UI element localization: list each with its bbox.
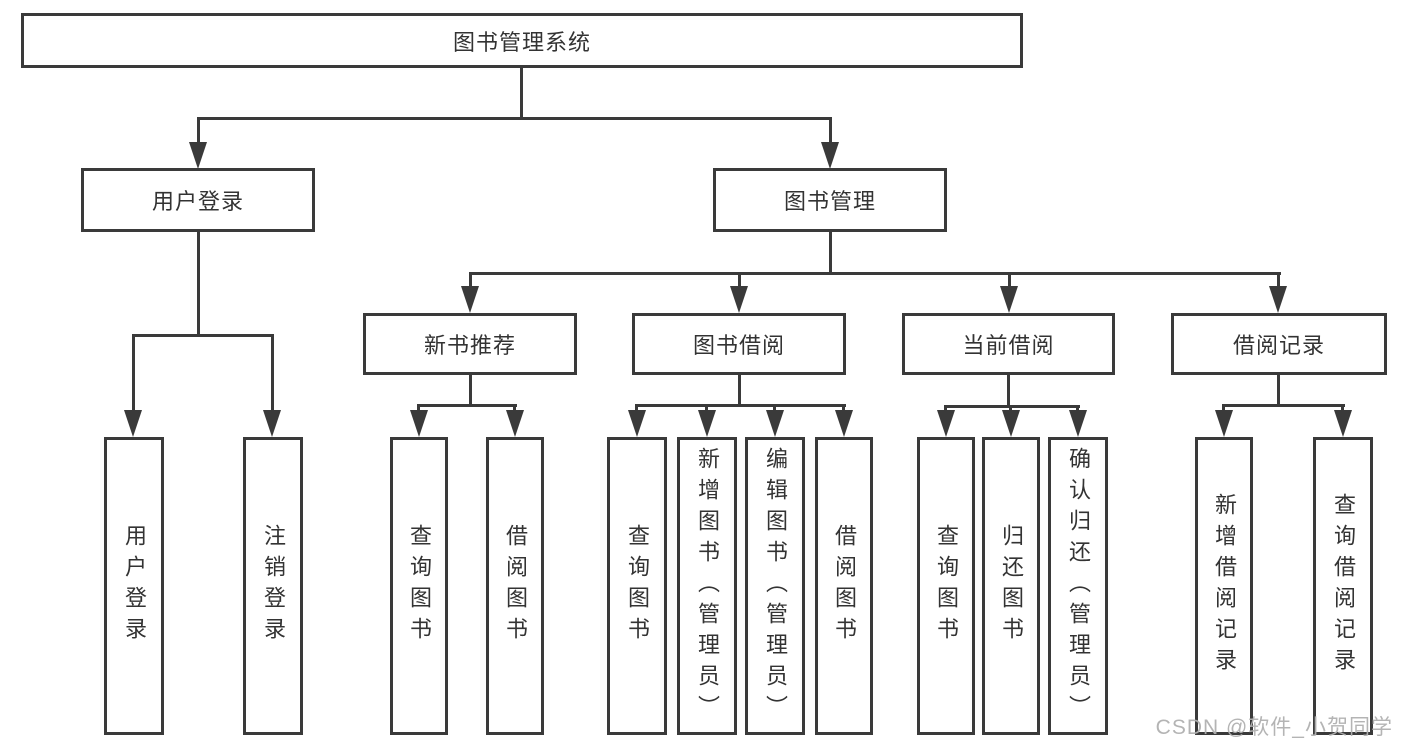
leaf-label: 注销登录	[261, 524, 286, 648]
leaf-add-book-admin: 新增图书（管理员）	[677, 437, 737, 735]
arrow-down-icon	[730, 286, 748, 313]
leaf-label: 新增图书（管理员）	[695, 446, 720, 726]
connector-line	[132, 334, 274, 337]
leaf-label: 查询图书	[934, 524, 959, 648]
connector-line	[1008, 272, 1011, 289]
leaf-label: 查询图书	[625, 524, 650, 648]
leaf-label: 编辑图书（管理员）	[763, 446, 788, 726]
arrow-down-icon	[1002, 410, 1020, 437]
connector-line	[944, 405, 947, 413]
arrow-down-icon	[506, 410, 524, 437]
node-label: 图书管理	[783, 189, 876, 214]
connector-line	[773, 404, 776, 413]
leaf-return-books: 归还图书	[982, 437, 1040, 735]
connector-line	[520, 66, 523, 119]
arrow-down-icon	[698, 410, 716, 437]
leaf-confirm-return-admin: 确认归还（管理员）	[1048, 437, 1108, 735]
arrow-down-icon	[189, 142, 207, 169]
leaf-label: 借阅图书	[832, 524, 857, 648]
leaf-label: 用户登录	[122, 524, 147, 648]
connector-line	[635, 404, 638, 413]
connector-line	[417, 404, 420, 413]
node-label: 图书借阅	[692, 333, 785, 358]
arrow-down-icon	[1269, 286, 1287, 313]
leaf-edit-book-admin: 编辑图书（管理员）	[745, 437, 805, 735]
leaf-query-books-borrowing: 查询图书	[607, 437, 667, 735]
connector-line	[829, 117, 832, 144]
node-book-management: 图书管理	[713, 168, 947, 232]
leaf-borrow-books-recommend: 借阅图书	[486, 437, 544, 735]
leaf-label: 新增借阅记录	[1212, 493, 1237, 679]
connector-line	[1076, 405, 1079, 413]
node-book-borrowing: 图书借阅	[632, 313, 846, 375]
arrow-down-icon	[461, 286, 479, 313]
node-new-book-recommend: 新书推荐	[363, 313, 577, 375]
leaf-query-books-current: 查询图书	[917, 437, 975, 735]
connector-line	[197, 117, 200, 144]
connector-line	[197, 230, 200, 337]
connector-line	[842, 404, 845, 413]
connector-line	[1277, 373, 1280, 407]
connector-line	[829, 230, 832, 275]
node-current-borrowing: 当前借阅	[902, 313, 1115, 375]
leaf-label: 借阅图书	[503, 524, 528, 648]
leaf-label: 确认归还（管理员）	[1066, 446, 1091, 726]
connector-line	[944, 405, 1080, 408]
arrow-down-icon	[766, 410, 784, 437]
node-root: 图书管理系统	[21, 13, 1023, 68]
node-label: 图书管理系统	[452, 29, 591, 55]
connector-line	[1009, 405, 1012, 413]
connector-line	[469, 272, 472, 289]
node-label: 当前借阅	[962, 333, 1055, 358]
connector-line	[469, 272, 1281, 275]
connector-line	[469, 373, 472, 407]
arrow-down-icon	[1334, 410, 1352, 437]
leaf-query-books-recommend: 查询图书	[390, 437, 448, 735]
connector-line	[513, 404, 516, 413]
node-label: 新书推荐	[423, 333, 516, 358]
node-label: 借阅记录	[1232, 333, 1325, 358]
node-user-login: 用户登录	[81, 168, 315, 232]
arrow-down-icon	[937, 410, 955, 437]
connector-line	[1341, 404, 1344, 413]
connector-line	[635, 404, 846, 407]
arrow-down-icon	[835, 410, 853, 437]
arrow-down-icon	[263, 410, 281, 437]
connector-line	[705, 404, 708, 413]
leaf-label: 查询图书	[407, 524, 432, 648]
arrow-down-icon	[124, 410, 142, 437]
arrow-down-icon	[628, 410, 646, 437]
connector-line	[738, 272, 741, 289]
node-borrowing-records: 借阅记录	[1171, 313, 1387, 375]
arrow-down-icon	[821, 142, 839, 169]
leaf-add-borrow-record: 新增借阅记录	[1195, 437, 1253, 735]
connector-line	[1222, 404, 1225, 413]
arrow-down-icon	[410, 410, 428, 437]
leaf-user-login: 用户登录	[104, 437, 164, 735]
connector-line	[417, 404, 517, 407]
leaf-label: 归还图书	[999, 524, 1024, 648]
arrow-down-icon	[1069, 410, 1087, 437]
node-label: 用户登录	[151, 189, 244, 214]
leaf-label: 查询借阅记录	[1331, 493, 1356, 679]
arrow-down-icon	[1215, 410, 1233, 437]
leaf-query-borrow-record: 查询借阅记录	[1313, 437, 1373, 735]
connector-line	[1222, 404, 1345, 407]
connector-line	[271, 334, 274, 412]
arrow-down-icon	[1000, 286, 1018, 313]
connector-line	[1007, 373, 1010, 408]
leaf-logout: 注销登录	[243, 437, 303, 735]
connector-line	[197, 117, 832, 120]
leaf-borrow-books-borrowing: 借阅图书	[815, 437, 873, 735]
connector-line	[738, 373, 741, 407]
connector-line	[132, 334, 135, 412]
connector-line	[1277, 272, 1280, 289]
watermark: CSDN @软件_小贺同学	[1155, 716, 1393, 739]
